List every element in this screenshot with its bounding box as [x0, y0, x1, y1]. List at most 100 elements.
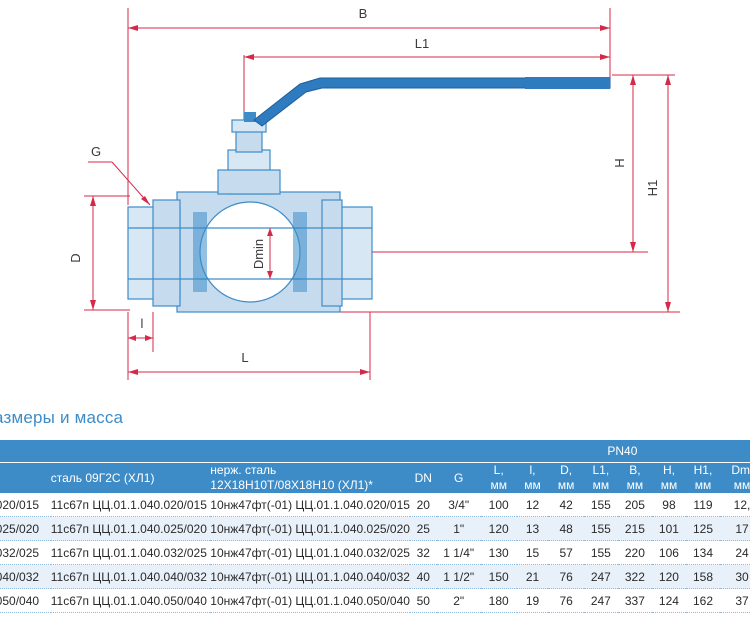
cell-l: 21	[516, 564, 549, 589]
cell-g: 1 1/4"	[436, 540, 481, 565]
cell-D: 48	[548, 516, 584, 541]
cell-dn: 40	[409, 564, 437, 589]
cell-D: 57	[548, 540, 584, 565]
label-l1: L1	[415, 36, 429, 51]
cell-dn: 32	[409, 540, 437, 565]
label-l: L	[241, 350, 248, 365]
dimension-l1: L1	[243, 36, 610, 125]
table-body: 020/015 11с67п ЦЦ.01.1.040.020/015 10нж4…	[0, 493, 750, 613]
header-H1: H1,мм	[693, 463, 713, 492]
header-H: H,мм	[660, 463, 678, 492]
cell-L1: 247	[583, 588, 618, 613]
label-h: H	[612, 158, 627, 167]
header-B: B,мм	[626, 463, 644, 492]
cell-Dmin: 37	[720, 588, 750, 613]
cell-code: 020/015	[0, 493, 51, 517]
cell-Dmin: 30	[720, 564, 750, 589]
label-g: G	[91, 144, 101, 159]
cell-l: 15	[516, 540, 549, 565]
header-D: D,мм	[557, 463, 575, 492]
header-L: L,мм	[490, 463, 507, 492]
cell-dn: 20	[409, 493, 437, 517]
dimension-d: D	[68, 195, 130, 311]
cell-L: 180	[480, 588, 517, 613]
cell-B: 322	[617, 564, 652, 589]
cell-l: 13	[516, 516, 549, 541]
dimension-b: B	[127, 6, 611, 205]
cell-steel: 11с67п ЦЦ.01.1.040.020/015	[50, 493, 211, 517]
cell-L1: 247	[583, 564, 618, 589]
cell-B: 215	[617, 516, 652, 541]
cell-code: 032/025	[0, 540, 51, 565]
cell-l: 19	[516, 588, 549, 613]
cell-B: 220	[617, 540, 652, 565]
cell-L1: 155	[583, 516, 618, 541]
table-row: 020/015 11с67п ЦЦ.01.1.040.020/015 10нж4…	[0, 493, 750, 517]
header-steel: сталь 09Г2С (ХЛ1)	[50, 470, 155, 485]
cell-H1: 125	[685, 516, 721, 541]
cell-steel: 11с67п ЦЦ.01.1.040.032/025	[50, 540, 211, 565]
label-dmin: Dmin	[251, 239, 266, 269]
cell-D: 42	[548, 493, 584, 517]
cell-dn: 50	[409, 588, 437, 613]
cell-B: 337	[617, 588, 652, 613]
label-small-l: l	[141, 316, 144, 331]
cell-code: 040/032	[0, 564, 51, 589]
header-l: l,мм	[524, 463, 541, 492]
table-row: 050/040 11с67п ЦЦ.01.1.040.050/040 10нж4…	[0, 588, 750, 613]
valve-drawing: B L1 H H1 D G	[68, 6, 680, 380]
cell-Dmin: 24	[720, 540, 750, 565]
dimension-small-l: l	[127, 312, 154, 380]
cell-steel: 11с67п ЦЦ.01.1.040.050/040	[50, 588, 211, 613]
cell-H: 124	[651, 588, 686, 613]
cell-l: 12	[516, 493, 549, 517]
table-row: 032/025 11с67п ЦЦ.01.1.040.032/025 10нж4…	[0, 540, 750, 565]
cell-g: 1"	[436, 516, 481, 541]
cell-H1: 134	[685, 540, 721, 565]
cell-Dmin: 17	[720, 516, 750, 541]
label-d: D	[68, 253, 83, 262]
cell-dn: 25	[409, 516, 437, 541]
cell-stainless: 10нж47фт(-01) ЦЦ.01.1.040.050/040	[210, 588, 410, 613]
pn-header: PN40	[480, 440, 750, 463]
cell-code: 025/020	[0, 516, 51, 541]
header-g: G	[454, 470, 464, 485]
cell-L: 150	[480, 564, 517, 589]
label-h1: H1	[645, 180, 660, 197]
cell-H1: 158	[685, 564, 721, 589]
dimension-g: G	[88, 144, 151, 206]
cell-steel: 11с67п ЦЦ.01.1.040.040/032	[50, 564, 211, 589]
header-col-a	[0, 463, 51, 494]
valve-handle	[253, 77, 611, 127]
cell-stainless: 10нж47фт(-01) ЦЦ.01.1.040.025/020	[210, 516, 410, 541]
cell-stainless: 10нж47фт(-01) ЦЦ.01.1.040.040/032	[210, 564, 410, 589]
cell-H: 98	[651, 493, 686, 517]
section-caption: азмеры и масса	[0, 408, 124, 427]
cell-L: 100	[480, 493, 517, 517]
cell-steel: 11с67п ЦЦ.01.1.040.025/020	[50, 516, 211, 541]
cell-H: 106	[651, 540, 686, 565]
cell-L1: 155	[583, 493, 618, 517]
cell-L1: 155	[583, 540, 618, 565]
cell-g: 2"	[436, 588, 481, 613]
cell-g: 3/4"	[436, 493, 481, 517]
table-row: 025/020 11с67п ЦЦ.01.1.040.025/020 10нж4…	[0, 516, 750, 541]
cell-L: 130	[480, 540, 517, 565]
dimension-h1: H1	[340, 75, 680, 313]
header-L1: L1,мм	[592, 463, 610, 492]
cell-g: 1 1/2"	[436, 564, 481, 589]
valve-body: Dmin	[127, 112, 373, 313]
dimension-l: L	[128, 312, 371, 380]
cell-H: 120	[651, 564, 686, 589]
cell-Dmin: 12,	[720, 493, 750, 517]
cell-H1: 162	[685, 588, 721, 613]
cell-L: 120	[480, 516, 517, 541]
cell-D: 76	[548, 564, 584, 589]
cell-B: 205	[617, 493, 652, 517]
header-dn: DN	[414, 470, 432, 485]
cell-H: 101	[651, 516, 686, 541]
